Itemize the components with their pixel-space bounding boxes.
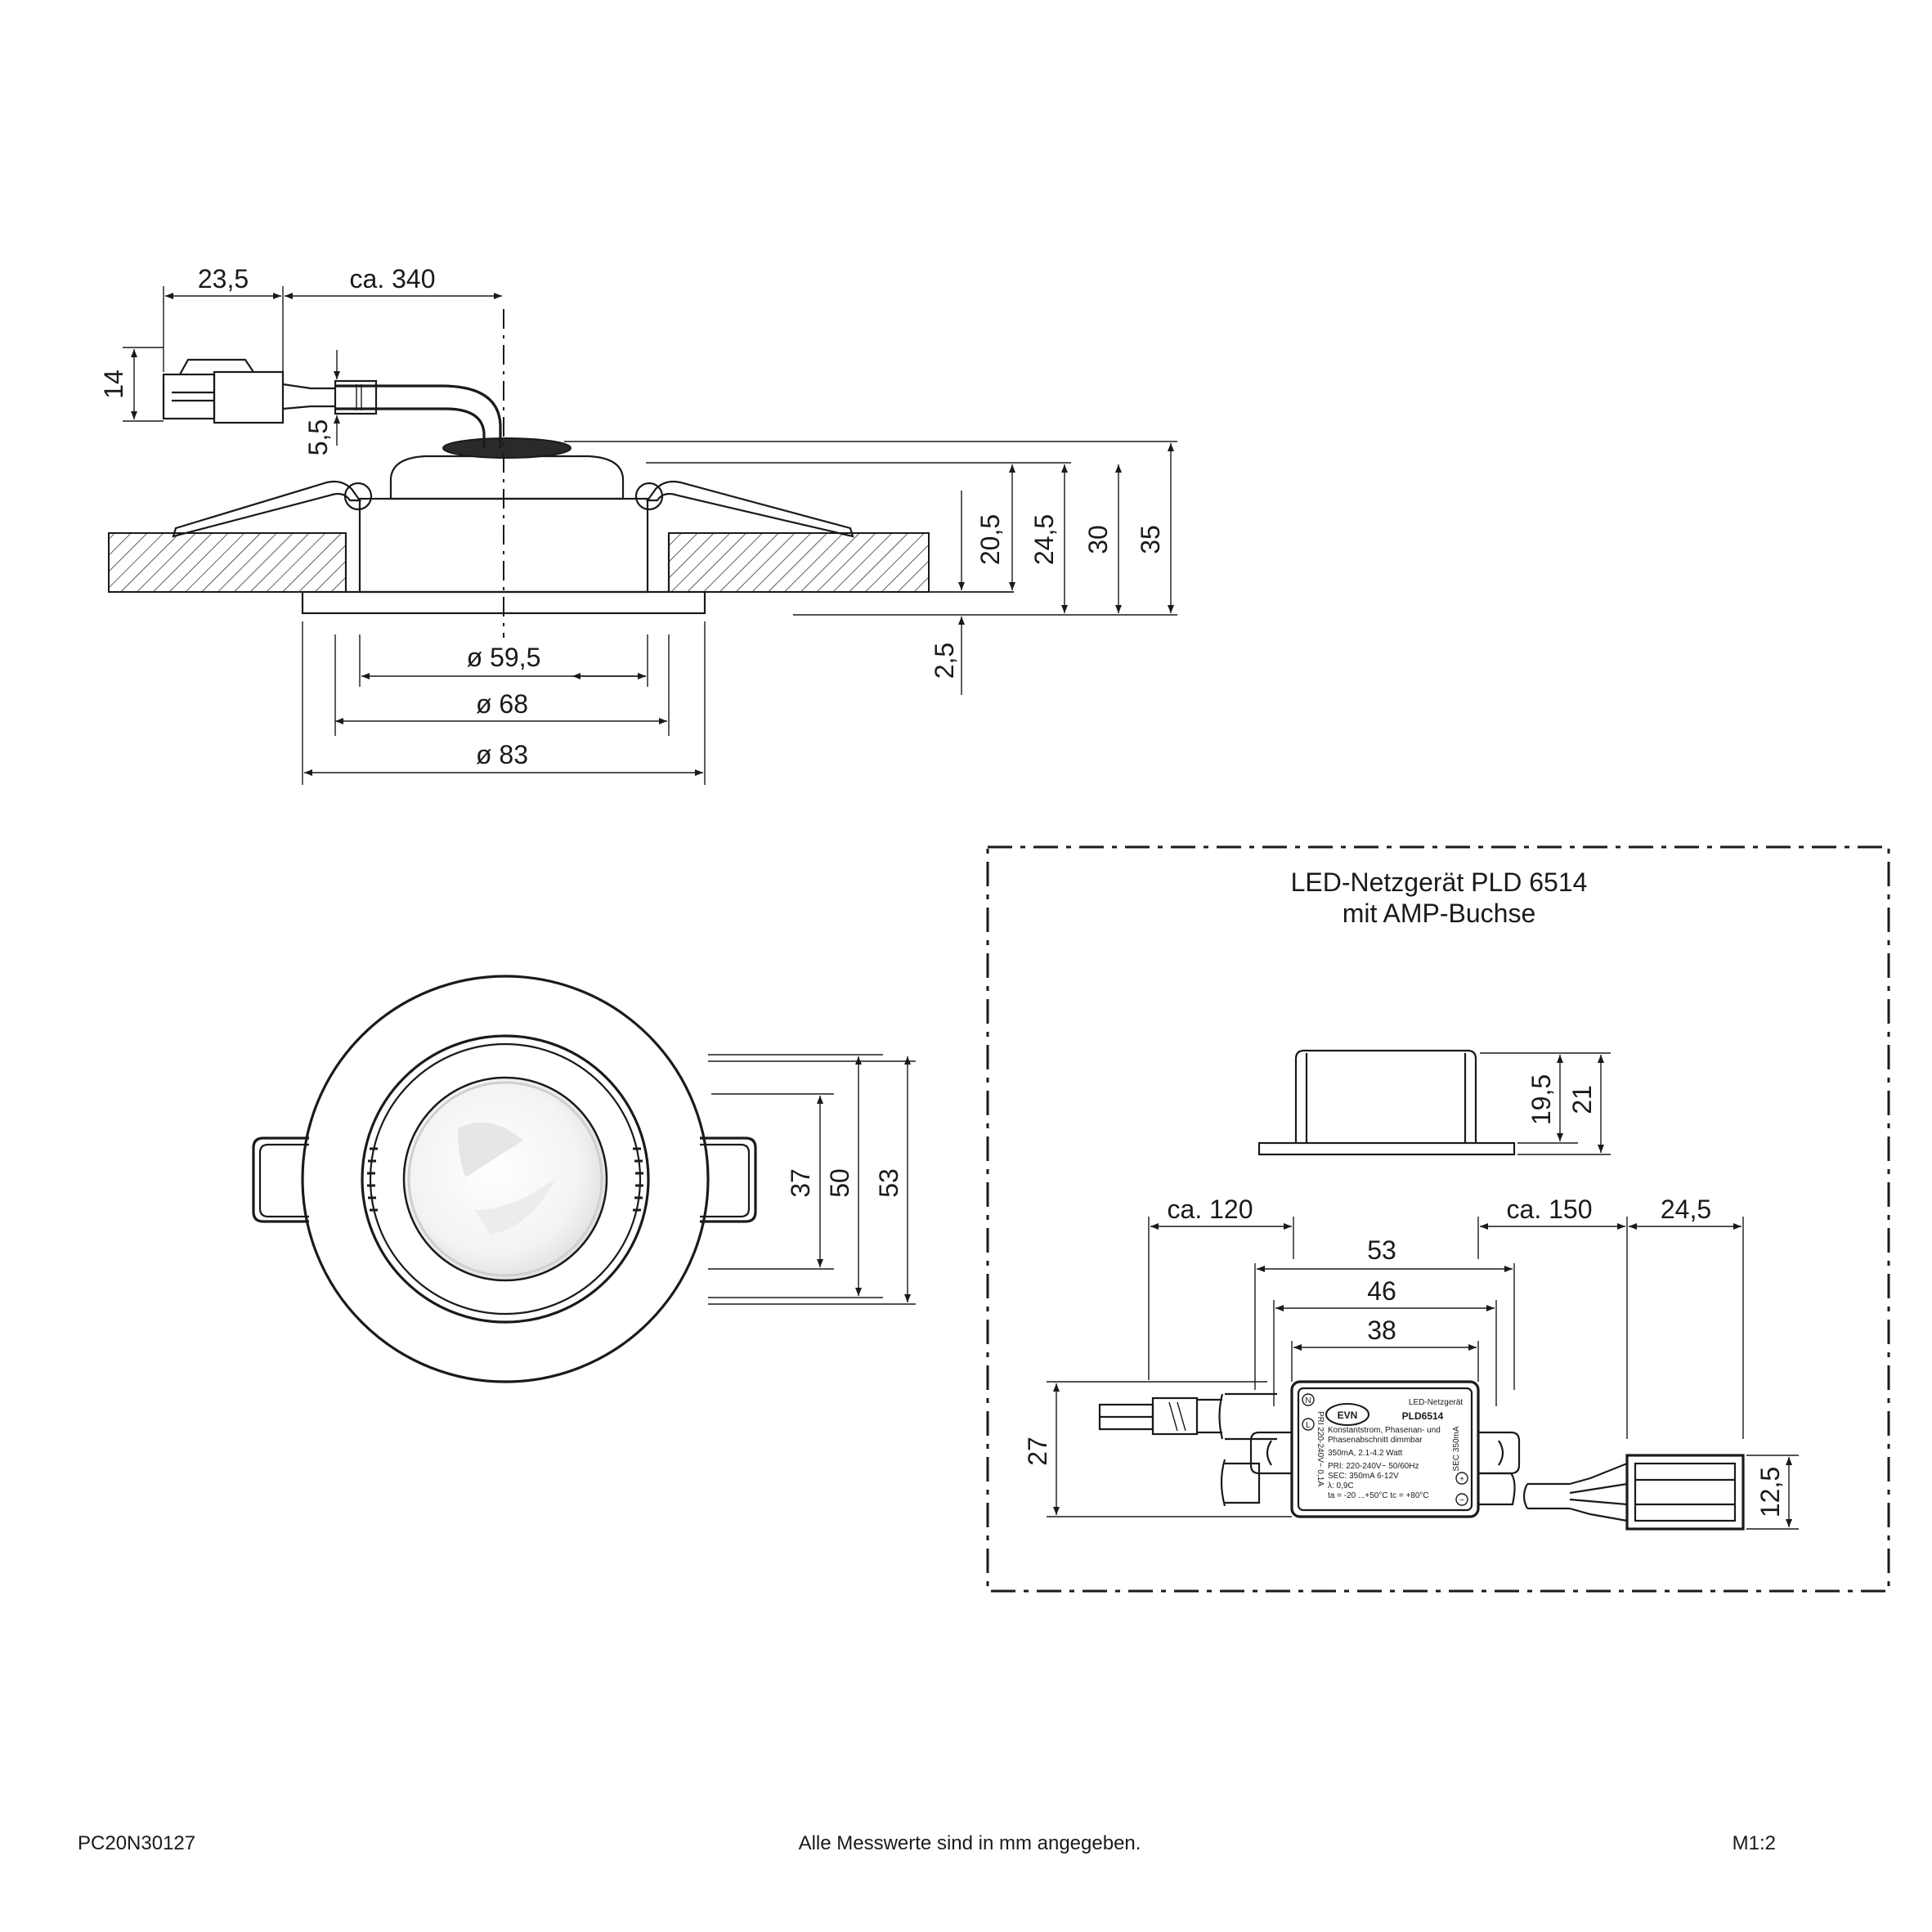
dim-height-21: 21 [1567, 1085, 1597, 1114]
dim-plug-length: 24,5 [1661, 1195, 1711, 1224]
brand-logo: EVN [1338, 1410, 1358, 1421]
driver-body [1290, 1380, 1480, 1518]
connector [213, 370, 285, 424]
svg-text:L: L [1306, 1421, 1311, 1430]
svg-text:N: N [1305, 1396, 1311, 1405]
amp-plug [1625, 1454, 1745, 1531]
dim-height-35: 35 [1136, 525, 1165, 554]
svg-text:ta = -20 ...+50°C tc = +80°C: ta = -20 ...+50°C tc = +80°C [1328, 1491, 1429, 1500]
dim-connector-length: 23,5 [198, 264, 249, 294]
scale: M1:2 [1733, 1832, 1776, 1854]
svg-text:λ: 0,9C: λ: 0,9C [1328, 1481, 1354, 1490]
dim-cutout-diameter: ø 68 [476, 689, 528, 719]
svg-text:Phasenabschnitt dimmbar: Phasenabschnitt dimmbar [1328, 1436, 1423, 1445]
dim-output-cable: ca. 150 [1507, 1195, 1593, 1224]
outer-flange [301, 975, 710, 1383]
dim-inner-diameter: ø 59,5 [467, 643, 541, 672]
model-label: PLD6514 [1402, 1410, 1444, 1422]
dim-connector-height: 14 [99, 370, 128, 399]
driver-side-view [1294, 1049, 1477, 1143]
units-note: Alle Messwerte sind in mm angegeben. [799, 1832, 1141, 1854]
svg-text:PRI: 220-240V~ 50/60Hz: PRI: 220-240V~ 50/60Hz [1328, 1462, 1419, 1471]
spring-tab-right [700, 1136, 757, 1223]
ceiling-right [668, 532, 930, 593]
svg-text:PRI 220-240V~ 0,1A: PRI 220-240V~ 0,1A [1316, 1411, 1325, 1486]
dim-height-20-5: 20,5 [975, 514, 1005, 565]
dim-inner-ring: 50 [825, 1168, 854, 1198]
dim-outer: 53 [874, 1168, 903, 1198]
svg-text:Konstantstrom, Phasenan- und: Konstantstrom, Phasenan- und [1328, 1426, 1441, 1435]
dim-cable-diameter: 5,5 [303, 419, 333, 455]
side-view: 23,5 ca. 340 14 5,5 20,5 24,5 30 35 2,5 … [99, 264, 1177, 785]
dim-width-46: 46 [1367, 1276, 1396, 1306]
spring-left [172, 480, 362, 538]
ceiling-left [108, 532, 347, 593]
heat-sink [389, 455, 625, 500]
spring-tab-left [252, 1136, 309, 1223]
driver-panel: LED-Netzgerät PLD 6514 mit AMP-Buchse 19… [986, 845, 1890, 1593]
driver-title-line2: mit AMP-Buchse [1343, 899, 1536, 928]
dim-height-24-5: 24,5 [1029, 514, 1059, 565]
svg-text:SEC 350mA: SEC 350mA [1452, 1426, 1461, 1471]
svg-text:SEC: 350mA 6-12V: SEC: 350mA 6-12V [1328, 1472, 1399, 1481]
dim-height-19-5: 19,5 [1526, 1074, 1556, 1125]
cable-sleeve [334, 379, 378, 415]
lens [402, 1076, 608, 1282]
top-view: 37 50 53 [252, 975, 916, 1383]
svg-text:+: + [1459, 1475, 1464, 1484]
inner-ring [361, 1034, 650, 1324]
driver-title-line1: LED-Netzgerät PLD 6514 [1291, 867, 1588, 897]
svg-text:−: − [1459, 1496, 1464, 1505]
dim-height-27: 27 [1023, 1437, 1052, 1466]
dim-lens: 37 [786, 1168, 815, 1198]
dim-outer-diameter: ø 83 [476, 740, 528, 769]
dim-width-53: 53 [1367, 1235, 1396, 1265]
dim-width-38: 38 [1367, 1316, 1396, 1345]
dim-flange-thickness: 2,5 [930, 643, 959, 679]
drawing-code: PC20N30127 [78, 1832, 195, 1854]
spring-right [645, 480, 854, 538]
dim-cable-length: ca. 340 [350, 264, 436, 294]
device-label: EVN LED-Netzgerät PLD6514 Konstantstrom,… [1302, 1393, 1468, 1506]
driver-panel-frame [986, 845, 1890, 1593]
dim-plug-height: 12,5 [1755, 1467, 1785, 1517]
cable [335, 384, 502, 448]
svg-text:LED-Netzgerät: LED-Netzgerät [1409, 1398, 1463, 1407]
dim-input-cable: ca. 120 [1168, 1195, 1253, 1224]
svg-text:350mA, 2.1-4.2 Watt: 350mA, 2.1-4.2 Watt [1328, 1449, 1403, 1458]
dim-height-30: 30 [1083, 525, 1113, 554]
